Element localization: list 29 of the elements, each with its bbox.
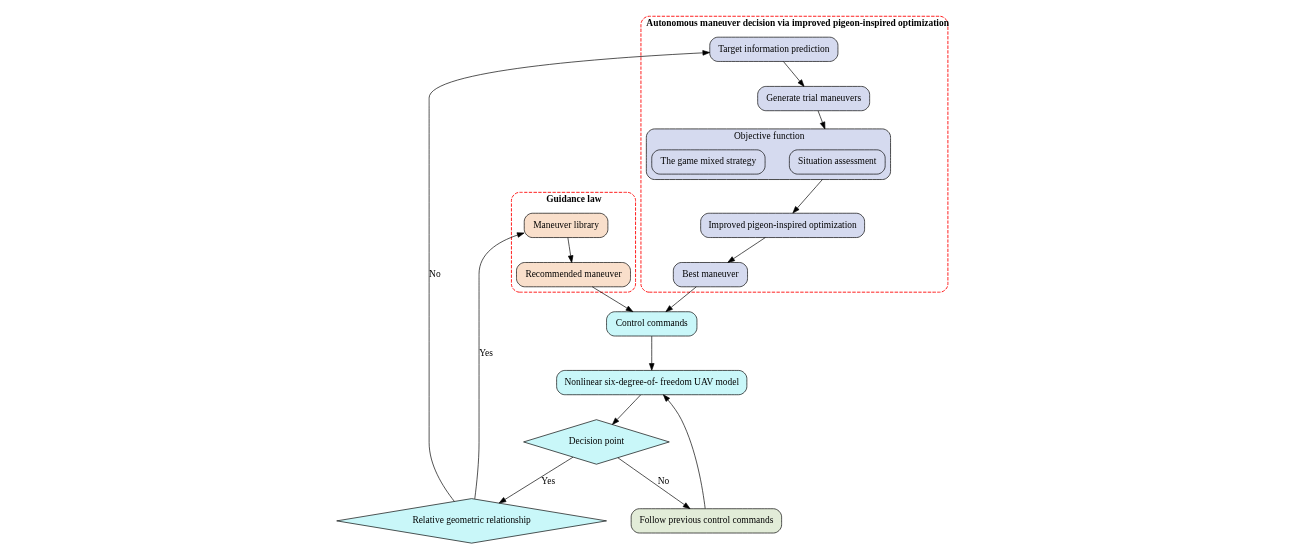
edge-label: No xyxy=(657,475,670,486)
edge-label: Yes xyxy=(541,475,556,486)
arrow xyxy=(612,394,641,425)
arrow xyxy=(665,286,697,313)
arrow xyxy=(474,232,525,500)
node-box: Recommended maneuver xyxy=(516,262,631,288)
node-box: Maneuver library xyxy=(523,212,609,238)
node-box: Situation assessment xyxy=(789,149,886,175)
arrow xyxy=(792,179,823,214)
node-box: Follow previous control commands xyxy=(630,508,782,534)
node-box: Generate trial maneuvers xyxy=(757,86,870,112)
arrow xyxy=(428,50,710,502)
arrow xyxy=(783,61,805,87)
node-box: Control commands xyxy=(606,311,698,337)
node-box: Best maneuver xyxy=(673,262,748,288)
edge-label: Yes xyxy=(479,347,493,358)
node-box: The game mixed strategy xyxy=(651,149,766,175)
arrow xyxy=(649,335,655,371)
arrow xyxy=(591,286,634,312)
node-box: Target information prediction xyxy=(709,36,839,62)
arrow xyxy=(727,237,766,263)
edge-label: No xyxy=(429,269,441,280)
arrow xyxy=(567,237,574,263)
arrow xyxy=(617,457,691,509)
node-box: Improved pigeon-inspired optimization xyxy=(700,212,865,238)
node-box: Nonlinear six-degree-of- freedom UAV model xyxy=(556,370,748,396)
arrow xyxy=(498,456,574,504)
arrow xyxy=(663,394,706,509)
arrow xyxy=(817,110,826,130)
